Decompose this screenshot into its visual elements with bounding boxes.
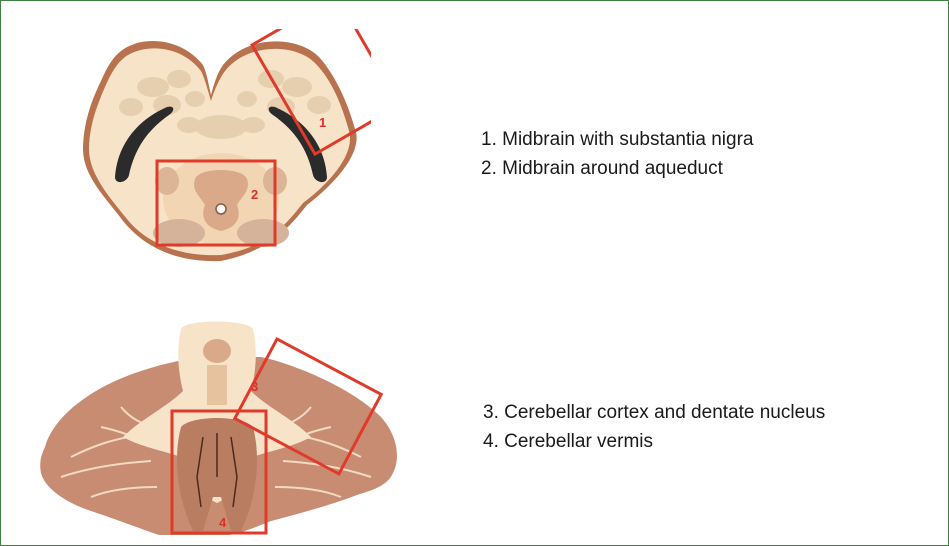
legend-item-3: 3. Cerebellar cortex and dentate nucleus [483,398,825,427]
legend-item-1: 1. Midbrain with substantia nigra [481,125,753,154]
colliculus-right [237,219,289,247]
box-label-1: 1 [319,115,326,130]
legend-cerebellum: 3. Cerebellar cortex and dentate nucleus… [483,398,825,456]
legend-item-2: 2. Midbrain around aqueduct [481,154,753,183]
legend-midbrain: 1. Midbrain with substantia nigra 2. Mid… [481,125,753,183]
box-label-2: 2 [251,187,258,202]
red-nucleus-left [155,167,179,195]
midbrain-illustration: 1 2 [71,29,371,269]
box-label-3: 3 [251,379,258,394]
box-label-4: 4 [219,515,227,530]
pyramid [203,339,231,363]
legend-item-4: 4. Cerebellar vermis [483,427,825,456]
colliculus-left [153,219,205,247]
cerebellum-illustration: 3 4 [31,307,401,539]
cerebral-aqueduct [216,204,226,214]
medulla-lines [207,365,227,405]
